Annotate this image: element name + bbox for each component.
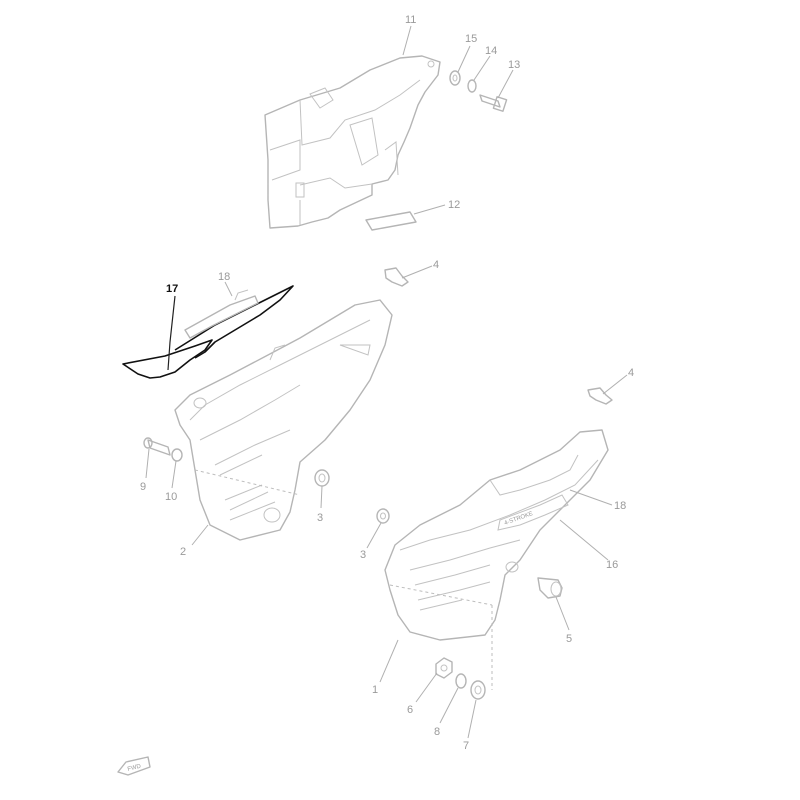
washer-14 bbox=[467, 79, 477, 93]
callout-4-left: 4 bbox=[433, 259, 439, 271]
washer-10 bbox=[171, 448, 183, 462]
callout-18-right: 18 bbox=[614, 500, 626, 512]
callout-17-highlighted: 17 bbox=[166, 283, 178, 295]
grommet-4-right bbox=[587, 387, 613, 405]
callout-13: 13 bbox=[508, 59, 520, 71]
battery-box bbox=[264, 55, 441, 229]
leader-lines bbox=[145, 25, 628, 739]
callout-1: 1 bbox=[372, 684, 378, 696]
emblem-18-left bbox=[184, 289, 259, 339]
screw-9 bbox=[143, 437, 171, 456]
side-cover-left bbox=[174, 299, 393, 541]
callout-10: 10 bbox=[165, 491, 177, 503]
grommet-3-right bbox=[376, 508, 390, 524]
callout-5: 5 bbox=[566, 633, 572, 645]
callout-4-right: 4 bbox=[628, 367, 634, 379]
nut-6 bbox=[435, 657, 453, 679]
side-cover-right: 4-STROKE bbox=[384, 429, 609, 641]
callout-15: 15 bbox=[465, 33, 477, 45]
callout-3-right: 3 bbox=[360, 549, 366, 561]
callout-16: 16 bbox=[606, 559, 618, 571]
callout-18-left: 18 bbox=[218, 271, 230, 283]
grommet-3-left bbox=[314, 469, 330, 487]
damper-12 bbox=[365, 211, 417, 231]
callout-14: 14 bbox=[485, 45, 497, 57]
collar-7 bbox=[470, 680, 486, 700]
callout-7: 7 bbox=[463, 740, 469, 752]
emblem-17-highlighted bbox=[122, 285, 294, 379]
callout-6: 6 bbox=[407, 704, 413, 716]
callout-12: 12 bbox=[448, 199, 460, 211]
grommet-4-left bbox=[384, 267, 409, 287]
callout-8: 8 bbox=[434, 726, 440, 738]
callout-9: 9 bbox=[140, 481, 146, 493]
bolt-13 bbox=[479, 94, 508, 112]
washer-8 bbox=[455, 673, 467, 689]
callout-3-left: 3 bbox=[317, 512, 323, 524]
callout-2: 2 bbox=[180, 546, 186, 558]
fwd-arrow-icon: FWD bbox=[117, 756, 151, 776]
callout-11: 11 bbox=[405, 14, 416, 26]
fwd-label: FWD bbox=[127, 763, 142, 773]
callout-labels: 11 15 14 13 12 17 18 4 4 9 10 3 2 18 16 … bbox=[140, 14, 634, 752]
lock-5 bbox=[537, 577, 563, 599]
washer-15 bbox=[449, 70, 461, 86]
